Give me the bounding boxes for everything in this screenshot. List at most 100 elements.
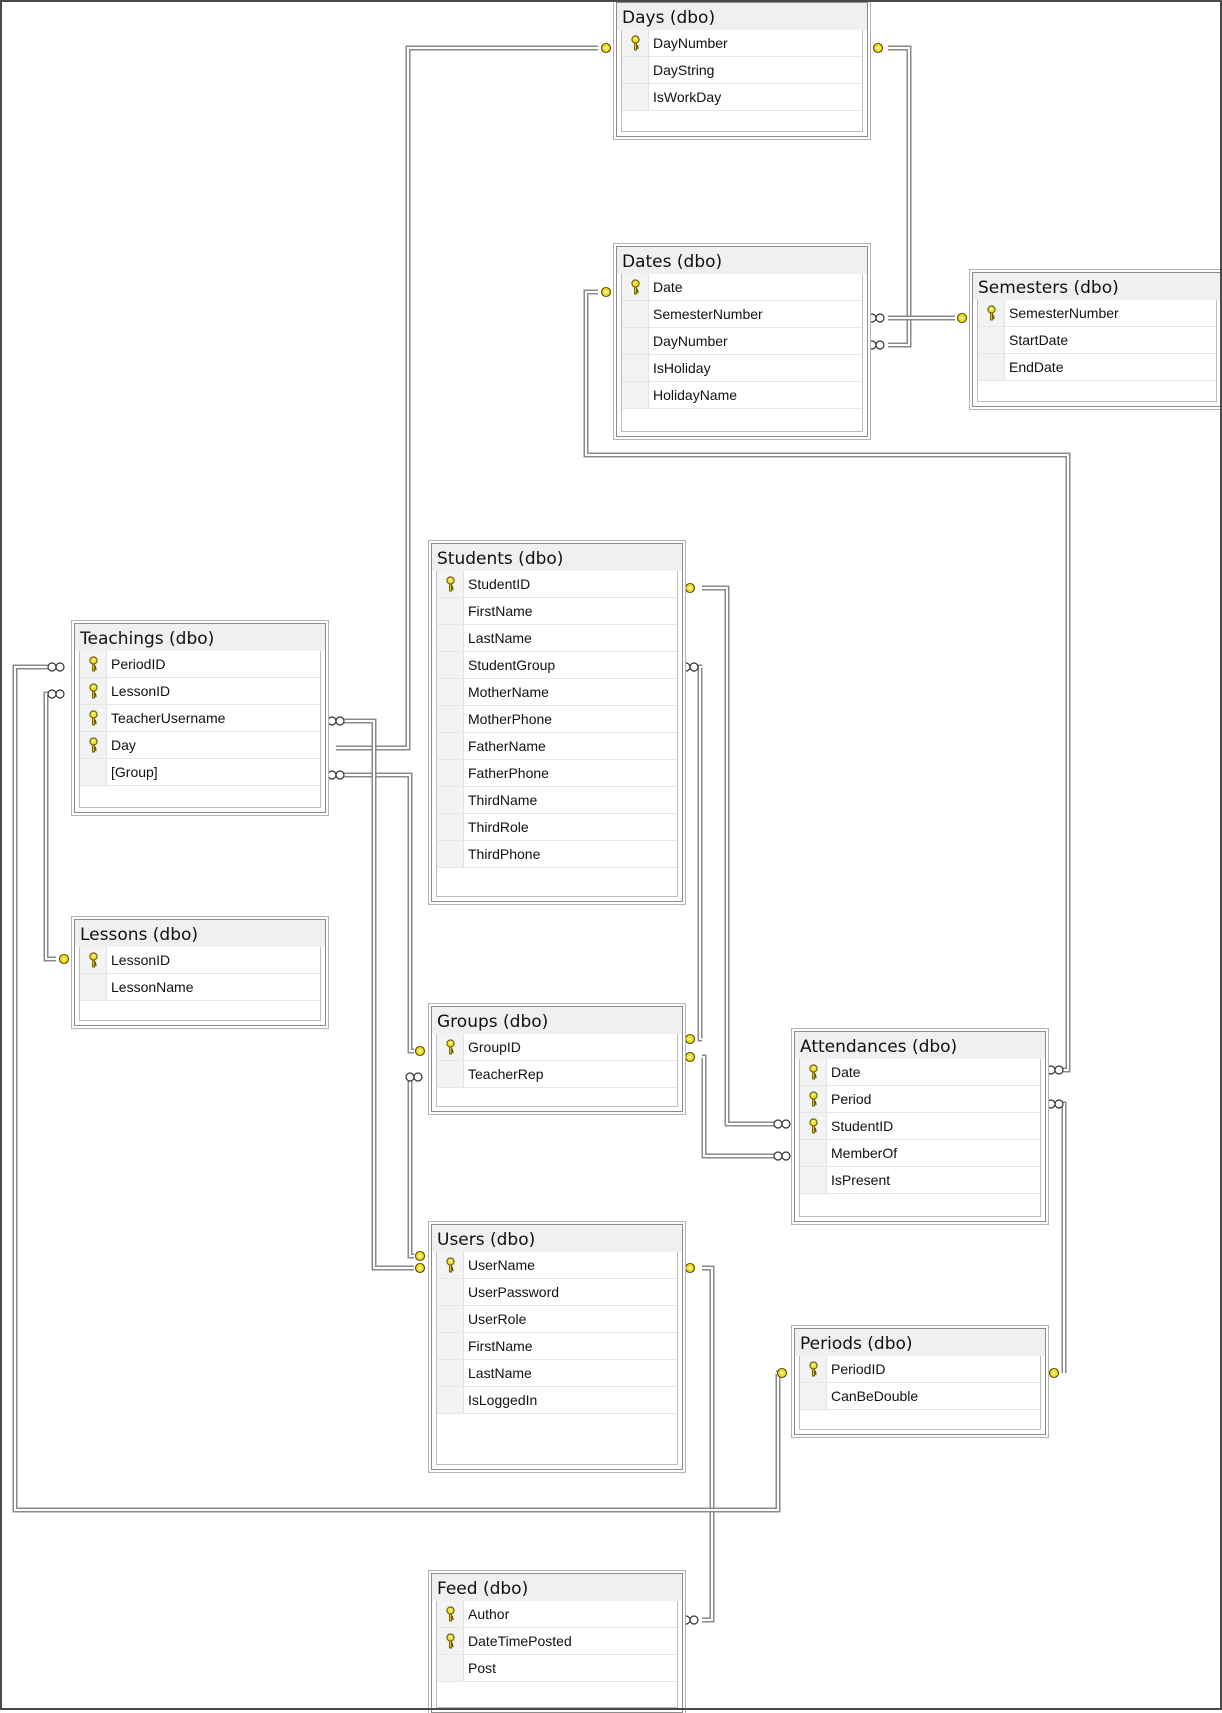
column-row[interactable]: ThirdRole: [437, 814, 677, 841]
row-selector[interactable]: [437, 1387, 464, 1413]
column-row[interactable]: IsWorkDay: [622, 84, 862, 111]
relationship-teachings-lessonid-to-lessons[interactable]: [43, 689, 70, 965]
row-selector[interactable]: [622, 328, 649, 354]
column-row[interactable]: UserPassword: [437, 1279, 677, 1306]
column-row[interactable]: HolidayName: [622, 382, 862, 409]
row-selector[interactable]: [437, 652, 464, 678]
relationship-teachings-periodid-to-periods[interactable]: [12, 662, 788, 1513]
row-selector[interactable]: [437, 814, 464, 840]
row-selector[interactable]: [437, 598, 464, 624]
column-row[interactable]: LessonID: [80, 678, 320, 705]
column-row[interactable]: IsLoggedIn: [437, 1387, 677, 1414]
row-selector[interactable]: [80, 974, 107, 1000]
relationship-attendances-memberof-to-groups[interactable]: [684, 1051, 791, 1161]
relationship-attendances-date-to-dates[interactable]: [583, 286, 1071, 1075]
row-selector[interactable]: [437, 733, 464, 759]
row-selector[interactable]: [437, 787, 464, 813]
column-row[interactable]: ThirdPhone: [437, 841, 677, 868]
row-selector[interactable]: [622, 301, 649, 327]
column-row[interactable]: Period: [800, 1086, 1040, 1113]
column-row[interactable]: FirstName: [437, 1333, 677, 1360]
row-selector[interactable]: [437, 1279, 464, 1305]
relationship-attendances-period-to-periods[interactable]: [1046, 1099, 1067, 1379]
column-row[interactable]: FirstName: [437, 598, 677, 625]
row-selector[interactable]: [437, 1306, 464, 1332]
column-row[interactable]: IsHoliday: [622, 355, 862, 382]
row-selector[interactable]: [978, 327, 1005, 353]
row-selector[interactable]: [80, 759, 107, 785]
relationship-attendances-studentid-to-students[interactable]: [684, 582, 791, 1129]
column-row[interactable]: StudentGroup: [437, 652, 677, 679]
column-row[interactable]: Date: [800, 1059, 1040, 1086]
row-selector[interactable]: [437, 760, 464, 786]
row-selector[interactable]: [437, 625, 464, 651]
row-selector[interactable]: [437, 1360, 464, 1386]
column-row[interactable]: StudentID: [800, 1113, 1040, 1140]
column-row[interactable]: UserName: [437, 1252, 677, 1279]
column-row[interactable]: MotherPhone: [437, 706, 677, 733]
column-row[interactable]: DateTimePosted: [437, 1628, 677, 1655]
column-row[interactable]: FatherPhone: [437, 760, 677, 787]
column-row[interactable]: DayNumber: [622, 328, 862, 355]
column-row[interactable]: TeacherRep: [437, 1061, 677, 1088]
row-selector[interactable]: [800, 1167, 827, 1193]
relationship-dates-daynumber-to-days[interactable]: [867, 42, 912, 350]
column-row[interactable]: UserRole: [437, 1306, 677, 1333]
column-row[interactable]: LessonName: [80, 974, 320, 1001]
column-row[interactable]: FatherName: [437, 733, 677, 760]
row-selector[interactable]: [437, 1333, 464, 1359]
row-selector[interactable]: [622, 84, 649, 110]
row-selector[interactable]: [437, 841, 464, 867]
column-row[interactable]: SemesterNumber: [978, 300, 1216, 327]
row-selector[interactable]: [622, 57, 649, 83]
column-row[interactable]: Post: [437, 1655, 677, 1682]
column-row[interactable]: Date: [622, 274, 862, 301]
row-selector[interactable]: [437, 1655, 464, 1681]
column-row[interactable]: PeriodID: [80, 651, 320, 678]
relationship-groups-teacherrep-to-users[interactable]: [405, 1072, 426, 1262]
column-row[interactable]: EndDate: [978, 354, 1216, 381]
row-selector[interactable]: [437, 571, 464, 597]
column-row[interactable]: DayString: [622, 57, 862, 84]
column-row[interactable]: StudentID: [437, 571, 677, 598]
relationship-teachings-teacher-to-users[interactable]: [327, 716, 426, 1274]
column-row[interactable]: Day: [80, 732, 320, 759]
column-row[interactable]: SemesterNumber: [622, 301, 862, 328]
row-selector[interactable]: [800, 1140, 827, 1166]
column-row[interactable]: LastName: [437, 1360, 677, 1387]
column-row[interactable]: StartDate: [978, 327, 1216, 354]
row-selector[interactable]: [437, 706, 464, 732]
column-row[interactable]: LastName: [437, 625, 677, 652]
column-row[interactable]: Author: [437, 1601, 677, 1628]
column-row[interactable]: DayNumber: [622, 30, 862, 57]
relationship-students-group-to-groups[interactable]: [681, 662, 703, 1045]
row-selector[interactable]: [437, 1061, 464, 1087]
column-row[interactable]: TeacherUsername: [80, 705, 320, 732]
relationship-dates-semester-to-semesters[interactable]: [867, 312, 968, 324]
column-row[interactable]: ThirdName: [437, 787, 677, 814]
relationship-feed-author-to-users[interactable]: [681, 1262, 715, 1625]
column-row[interactable]: CanBeDouble: [800, 1383, 1040, 1410]
row-selector[interactable]: [437, 679, 464, 705]
row-selector[interactable]: [978, 354, 1005, 380]
column-row[interactable]: MemberOf: [800, 1140, 1040, 1167]
column-row[interactable]: IsPresent: [800, 1167, 1040, 1194]
column-row[interactable]: [Group]: [80, 759, 320, 786]
column-row[interactable]: MotherName: [437, 679, 677, 706]
column-row[interactable]: GroupID: [437, 1034, 677, 1061]
column-row[interactable]: LessonID: [80, 947, 320, 974]
row-selector[interactable]: [800, 1383, 827, 1409]
row-selector[interactable]: [622, 382, 649, 408]
row-selector[interactable]: [622, 355, 649, 381]
